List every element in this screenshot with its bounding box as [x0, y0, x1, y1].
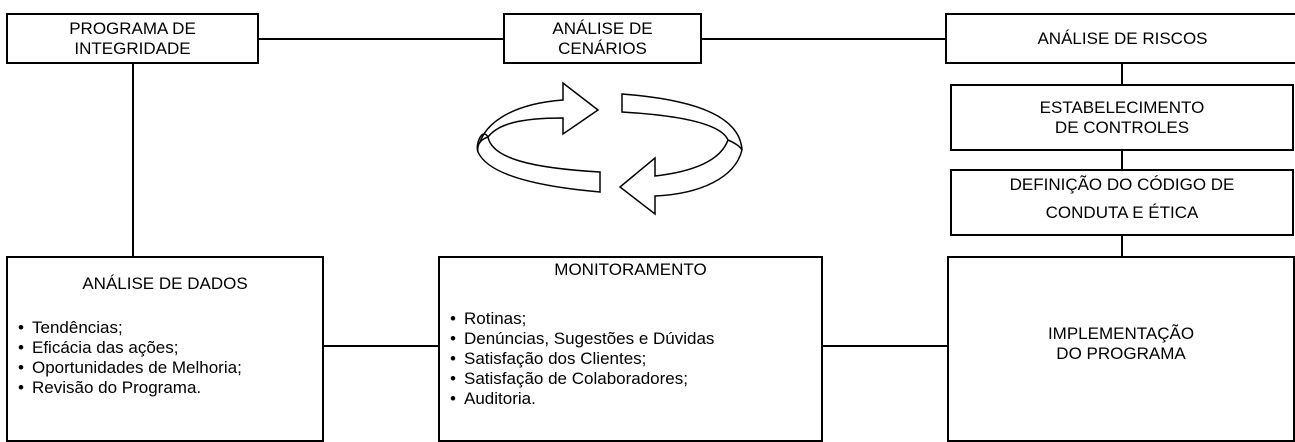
codigo-label-line2: CONDUTA E ÉTICA: [1045, 203, 1199, 222]
monitoramento-box: MONITORAMENTO Rotinas; Denúncias, Sugest…: [438, 256, 823, 442]
list-item: Satisfação dos Clientes;: [450, 349, 821, 369]
programa-label-line2: INTEGRIDADE: [74, 38, 191, 58]
list-item: Eficácia das ações;: [18, 338, 322, 358]
monitoramento-title: MONITORAMENTO: [554, 260, 707, 279]
connector-cenarios-riscos: [701, 38, 946, 40]
analise-de-dados-box: ANÁLISE DE DADOS Tendências; Eficácia da…: [6, 256, 324, 442]
analise-de-cenarios-box: ANÁLISE DE CENÁRIOS: [503, 13, 702, 64]
connector-codigo-implementacao: [1121, 235, 1123, 257]
cenarios-label-line1: ANÁLISE DE: [552, 18, 653, 38]
connector-riscos-controles: [1121, 62, 1123, 85]
connector-programa-cenarios: [258, 38, 504, 40]
implementacao-box: IMPLEMENTAÇÃO DO PROGRAMA: [947, 256, 1295, 442]
definicao-codigo-box: DEFINIÇÃO DO CÓDIGO DE CONDUTA E ÉTICA: [950, 169, 1294, 236]
dados-list: Tendências; Eficácia das ações; Oportuni…: [18, 318, 322, 398]
cenarios-label-line2: CENÁRIOS: [558, 38, 647, 58]
list-item: Rotinas;: [450, 309, 821, 329]
programa-label-line1: PROGRAMA DE: [69, 18, 196, 38]
connector-monitoramento-implementacao: [822, 345, 948, 347]
estabelecimento-de-controles-box: ESTABELECIMENTO DE CONTROLES: [950, 84, 1294, 151]
connector-dados-monitoramento: [323, 345, 439, 347]
list-item: Denúncias, Sugestões e Dúvidas: [450, 329, 821, 349]
list-item: Oportunidades de Melhoria;: [18, 358, 322, 378]
codigo-label-line1: DEFINIÇÃO DO CÓDIGO DE: [1009, 175, 1235, 194]
riscos-label: ANÁLISE DE RISCOS: [1037, 28, 1208, 48]
list-item: Tendências;: [18, 318, 322, 338]
connector-programa-dados: [132, 63, 134, 258]
connector-controles-codigo: [1121, 150, 1123, 170]
monitoramento-list: Rotinas; Denúncias, Sugestões e Dúvidas …: [450, 309, 821, 409]
list-item: Satisfação de Colaboradores;: [450, 369, 821, 389]
list-item: Auditoria.: [450, 389, 821, 409]
controles-label-line1: ESTABELECIMENTO: [1039, 97, 1205, 117]
controles-label-line2: DE CONTROLES: [1054, 117, 1190, 137]
list-item: Revisão do Programa.: [18, 378, 322, 398]
implementacao-label-line1: IMPLEMENTAÇÃO: [1047, 324, 1195, 343]
implementacao-label-line2: DO PROGRAMA: [1056, 344, 1186, 363]
dados-title: ANÁLISE DE DADOS: [82, 274, 248, 293]
cycle-arrows-icon: [476, 81, 743, 216]
analise-de-riscos-box: ANÁLISE DE RISCOS: [945, 13, 1295, 64]
programa-de-integridade-box: PROGRAMA DE INTEGRIDADE: [6, 13, 259, 64]
